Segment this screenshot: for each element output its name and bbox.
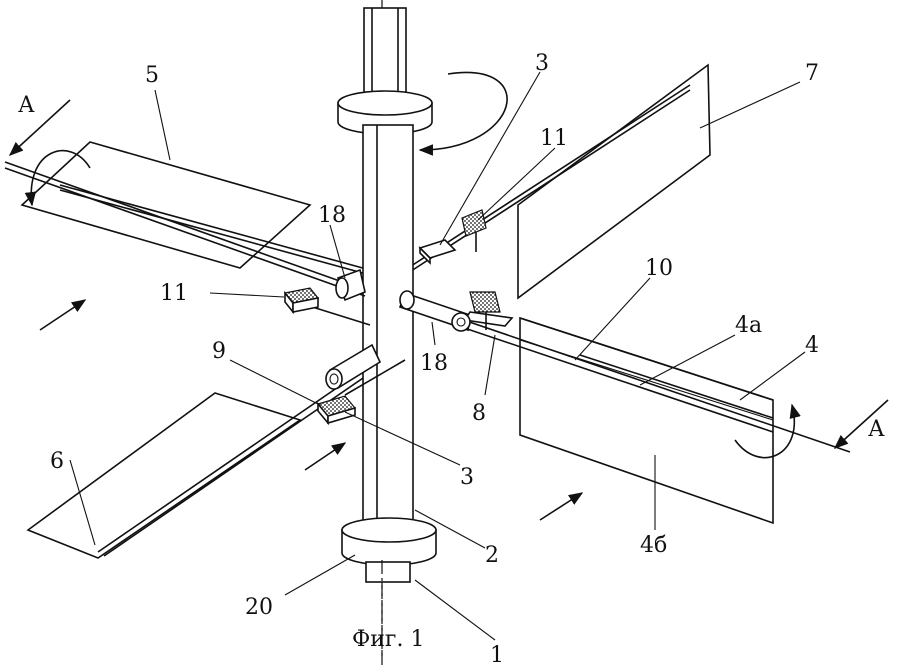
label-3-top: 3 — [535, 51, 549, 76]
part-3-upper — [418, 239, 457, 265]
part-9-cylinder — [325, 343, 406, 396]
part-11-right — [461, 209, 487, 252]
labels: А А 5 3 7 11 18 11 10 4а 4 9 18 8 6 3 2 … — [18, 51, 885, 668]
section-arrows — [8, 99, 889, 449]
part-18-upper — [335, 268, 366, 302]
label-4: 4 — [805, 333, 819, 358]
part-8-assembly — [451, 291, 514, 332]
blade-4 — [398, 290, 851, 525]
blade-6 — [26, 371, 367, 559]
rotation-arrows — [24, 71, 801, 459]
part-3-lower — [316, 395, 357, 426]
label-2: 2 — [485, 543, 499, 568]
label-11-right: 11 — [540, 126, 568, 151]
leader-lines — [69, 71, 806, 641]
flow-arrows — [39, 299, 584, 521]
label-9: 9 — [212, 339, 226, 364]
label-1: 1 — [490, 643, 504, 668]
label-section-left: А — [18, 93, 35, 118]
label-6: 6 — [50, 449, 64, 474]
label-3-bottom: 3 — [460, 465, 474, 490]
label-11-left: 11 — [160, 281, 188, 306]
label-7: 7 — [805, 61, 819, 86]
label-4b: 4б — [640, 533, 667, 558]
label-section-right: А — [868, 417, 885, 442]
label-20: 20 — [245, 595, 273, 620]
part-11-left — [283, 287, 320, 315]
label-8: 8 — [472, 401, 486, 426]
blade-7 — [404, 63, 711, 300]
label-5: 5 — [145, 63, 159, 88]
figure-caption: Фиг. 1 — [352, 627, 424, 652]
label-18-top: 18 — [318, 203, 346, 228]
label-10: 10 — [645, 256, 673, 281]
label-18-bottom: 18 — [420, 351, 448, 376]
label-4a: 4а — [735, 313, 762, 338]
vertical-shaft — [337, 0, 437, 665]
